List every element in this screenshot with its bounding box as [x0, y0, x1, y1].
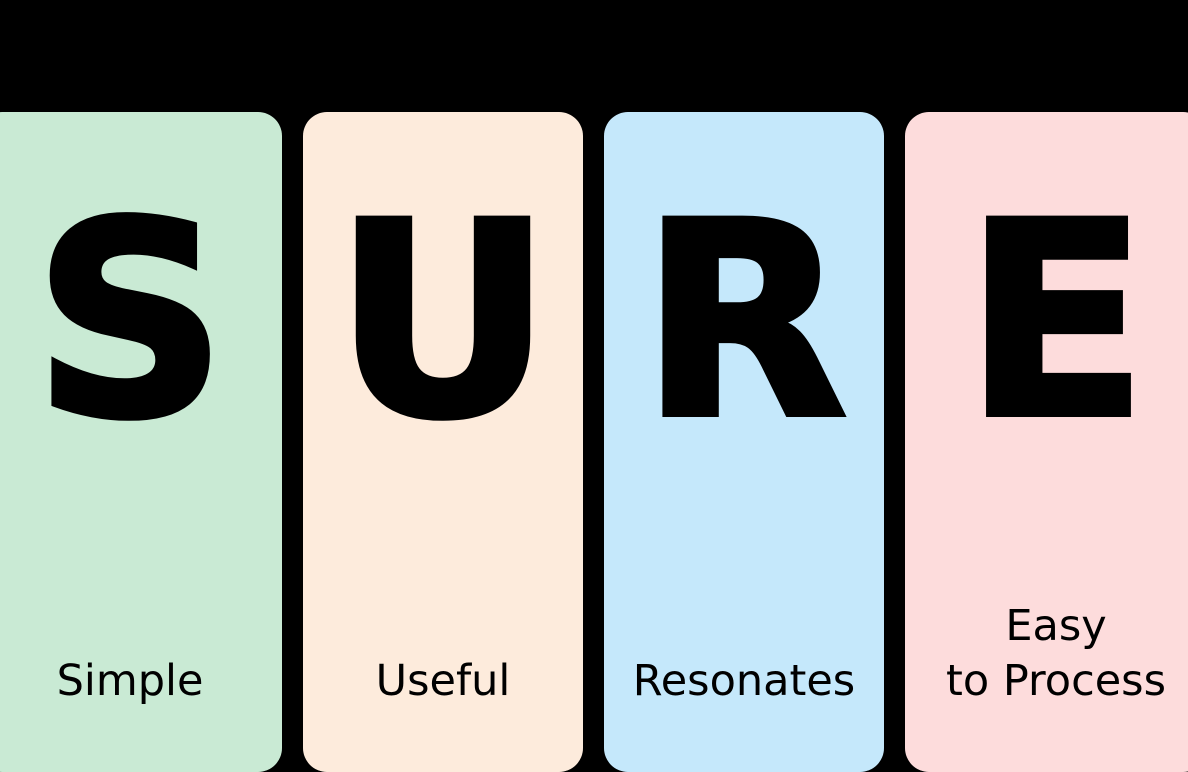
card-label-useful: Useful: [375, 656, 511, 706]
card-resonates: R Resonates: [604, 112, 884, 772]
card-letter-r: R: [638, 166, 850, 478]
card-simple: S Simple: [0, 112, 282, 772]
card-letter-u: U: [331, 166, 555, 478]
card-label-easy-to-process: Easy to Process: [946, 601, 1166, 707]
card-easy-to-process: E Easy to Process: [905, 112, 1188, 772]
card-letter-e: E: [961, 166, 1150, 478]
sure-framework-graphic: S Simple U Useful R Resonates E Easy to …: [0, 112, 1188, 772]
card-label-simple: Simple: [56, 656, 204, 706]
card-label-resonates: Resonates: [632, 656, 856, 706]
card-useful: U Useful: [303, 112, 583, 772]
card-letter-s: S: [30, 166, 229, 478]
